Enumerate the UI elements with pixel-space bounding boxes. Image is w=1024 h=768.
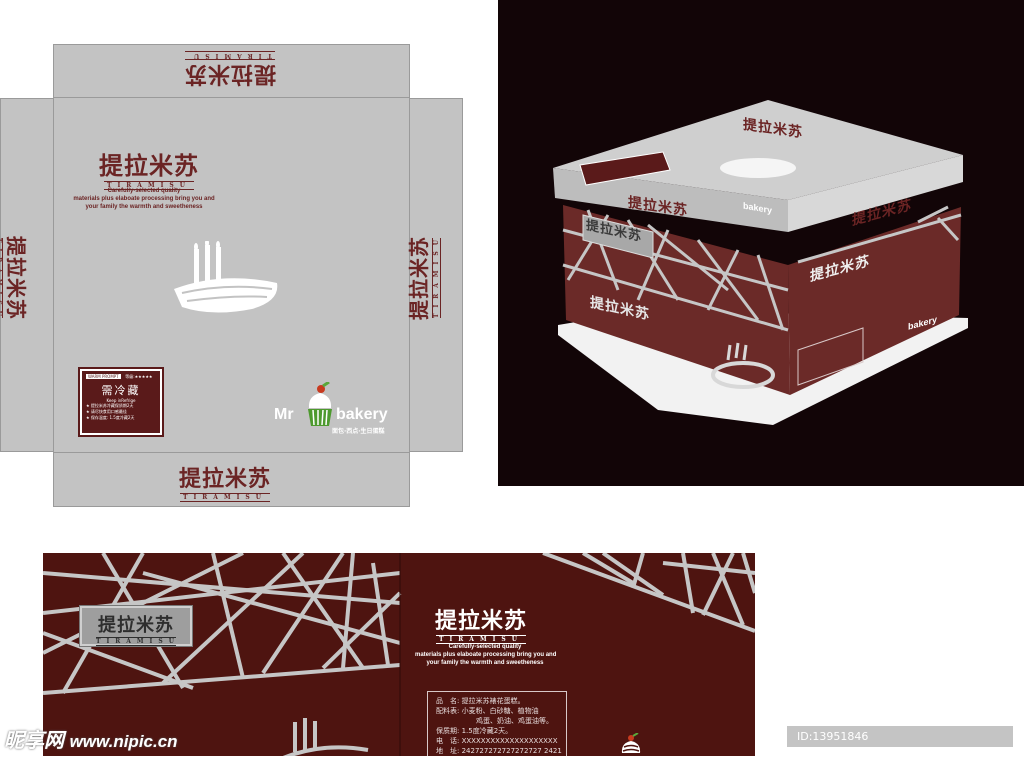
info-row: 地 址: 242727272727272727 2421 bbox=[436, 747, 562, 755]
slogan-side: Carefully-selected quality materials plu… bbox=[415, 644, 557, 666]
info-row: 保质期: 1.5度冷藏2天。 bbox=[436, 727, 513, 735]
watermark-id-bar: ID:13951846 NO:20131031091852024303 bbox=[787, 726, 1013, 764]
box-3d-render bbox=[553, 100, 968, 425]
brand-logo-main: 提拉米苏 TIRAMISU bbox=[99, 151, 199, 190]
slogan: Carefully-selected quality materials plu… bbox=[73, 188, 215, 210]
cupcake-icon-bottom bbox=[621, 733, 641, 753]
side-panel-flat: 提拉米苏 TIRAMISU 提拉米苏 TIRAMISU Carefully-se… bbox=[43, 553, 755, 756]
grey-brand-label: 提拉米苏 TIRAMISU bbox=[79, 605, 193, 647]
warm-prompt-label: WARM PROMPT 等级:★★★★★ 需冷藏 Keep inRefrige … bbox=[78, 367, 164, 437]
mr-bakery-logo: Mr bakery 面包·西点·生日蛋糕 bbox=[274, 382, 394, 442]
bottom-flap: 提拉米苏 TIRAMISU bbox=[53, 452, 410, 507]
box-mockup-panel: 提拉米苏 提拉米苏 提拉米苏 提拉米苏 提拉米苏 提拉米苏 bakery bak… bbox=[498, 0, 1024, 486]
main-top-panel: 提拉米苏 TIRAMISU Carefully-selected quality… bbox=[53, 97, 410, 453]
dieline: 提拉米苏 TIRAMISU 提拉米苏 TIRAMISU 提拉米苏 TIRAMIS… bbox=[0, 0, 470, 510]
brand-logo-bottom-flap: 提拉米苏 TIRAMISU bbox=[179, 466, 272, 502]
brand-logo-side: 提拉米苏 TIRAMISU bbox=[435, 608, 528, 644]
cupcake-icon bbox=[308, 382, 332, 426]
watermark-site: 昵享网 www.nipic.cn bbox=[4, 730, 178, 752]
brand-logo-right-panel: 提拉米苏 TIRAMISU bbox=[407, 234, 441, 320]
info-row: 电 话: XXXXXXXXXXXXXXXXXXXX bbox=[436, 737, 558, 745]
brand-logo-top-flap: 提拉米苏 TIRAMISU bbox=[184, 51, 277, 87]
brand-logo-left-panel: 提拉米苏 TIRAMISU bbox=[0, 236, 32, 322]
cake-icon bbox=[174, 241, 278, 313]
info-row: 品 名: 提拉米苏裱花蛋糕。 bbox=[436, 697, 525, 705]
left-side-panel: 提拉米苏 TIRAMISU bbox=[0, 98, 54, 452]
product-info-box: 品 名: 提拉米苏裱花蛋糕。 配料表: 小麦粉、白砂糖、植物油 鸡蛋、奶油、鸡蛋… bbox=[427, 691, 567, 756]
cake-icon-bottom bbox=[283, 718, 369, 756]
top-flap: 提拉米苏 TIRAMISU bbox=[53, 44, 410, 98]
right-side-panel: 提拉米苏 TIRAMISU bbox=[407, 98, 463, 452]
info-row: 配料表: 小麦粉、白砂糖、植物油 bbox=[436, 707, 539, 715]
info-row: 鸡蛋、奶油、鸡蛋油等。 bbox=[476, 717, 553, 725]
